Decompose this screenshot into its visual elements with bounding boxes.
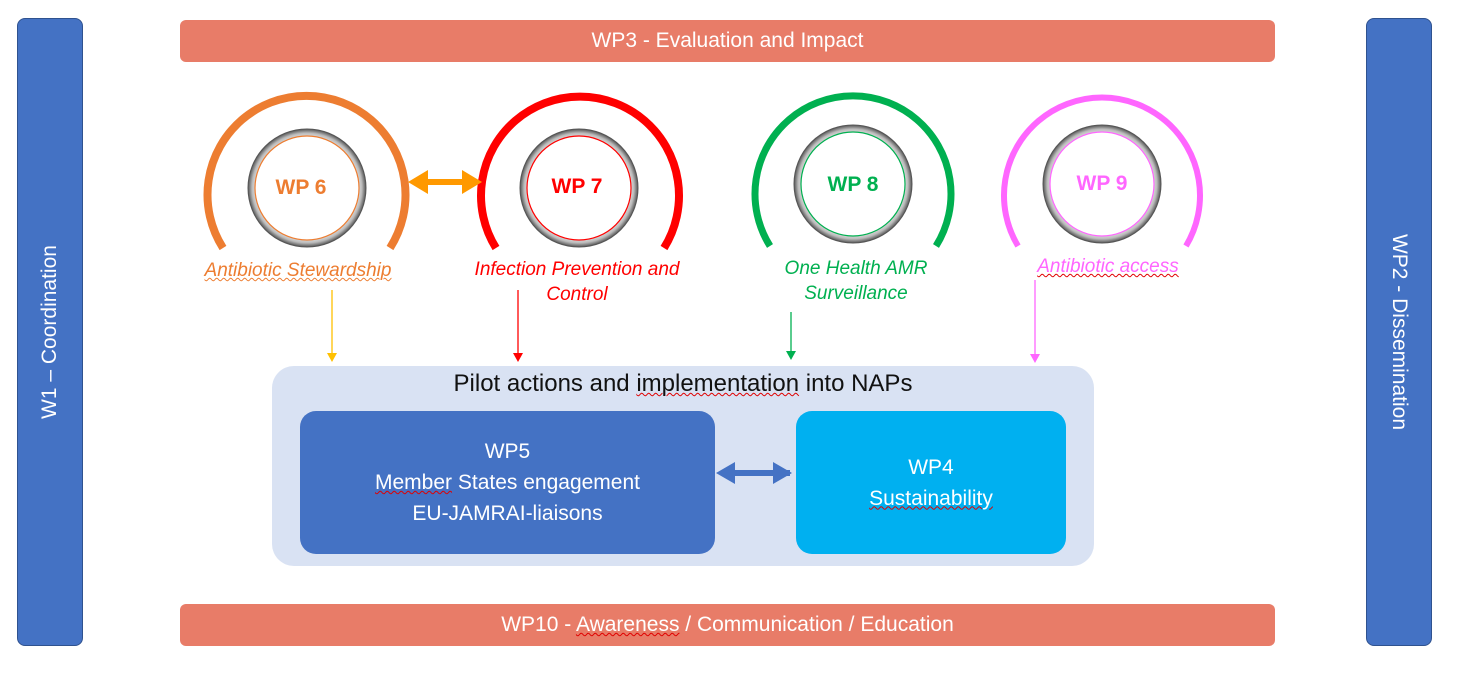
- wp5-member-word: Member: [375, 471, 453, 494]
- wp5-states-engagement: States engagement: [452, 471, 640, 494]
- pilot-actions-title: Pilot actions and implementation into NA…: [272, 370, 1094, 398]
- wp5-member-states-box: WP5 Member States engagement EU-JAMRAI-l…: [300, 411, 715, 554]
- wp7-topic-line-1: Infection Prevention and: [474, 259, 680, 280]
- wp10-prefix: WP10 -: [501, 613, 576, 636]
- wp9-topic: Antibiotic access: [1037, 254, 1179, 279]
- wp5-line-3: EU-JAMRAI-liaisons: [412, 502, 603, 525]
- wp9-label: WP 9: [1076, 172, 1128, 195]
- wp2-dissemination-bar: WP2 - Dissemination: [1366, 18, 1432, 646]
- wp8-topic-line-1: One Health AMR: [784, 258, 928, 279]
- wp8-ring: [751, 92, 955, 248]
- wp7-ring: [477, 92, 683, 251]
- wp5-wp4-double-arrow: [716, 462, 792, 484]
- wp5-title: WP5: [484, 440, 531, 463]
- pilot-title-suffix: into NAPs: [799, 370, 913, 397]
- wp9-ring: [1001, 94, 1203, 248]
- wp5-line-2: Member States engagement: [375, 467, 640, 498]
- wp4-sustainability: Sustainability: [869, 486, 993, 510]
- wp6-ring: [203, 91, 410, 251]
- wp6-label: WP 6: [275, 176, 327, 199]
- pilot-title-emph: implementation: [636, 370, 800, 397]
- wp6-wp7-double-arrow: [408, 170, 482, 194]
- wp4-sustainability-box: WP4 Sustainability: [796, 411, 1066, 554]
- wp6-topic: Antibiotic Stewardship: [205, 258, 392, 283]
- wp10-rest: / Communication / Education: [679, 613, 954, 636]
- wp7-topic-line-2: Control: [546, 284, 608, 305]
- wp3-evaluation-label: WP3 - Evaluation and Impact: [591, 29, 864, 52]
- wp3-evaluation-bar: WP3 - Evaluation and Impact: [180, 20, 1275, 62]
- wp10-label: WP10 - Awareness / Communication / Educa…: [501, 613, 954, 637]
- wp7-label: WP 7: [551, 175, 603, 198]
- wp9-topic-line-1: Antibiotic access: [1037, 256, 1179, 277]
- wp10-awareness-bar: WP10 - Awareness / Communication / Educa…: [180, 604, 1275, 646]
- wp6-down-arrow: [327, 290, 337, 362]
- wp8-topic: One Health AMR Surveillance: [785, 256, 928, 306]
- wp9-down-arrow: [1030, 280, 1040, 363]
- wp6-topic-line-1: Antibiotic Stewardship: [204, 260, 392, 281]
- wp8-label: WP 8: [827, 173, 879, 196]
- wp7-topic: Infection Prevention and Control: [475, 257, 680, 307]
- wp10-awareness-word: Awareness: [575, 613, 680, 636]
- w1-coordination-bar: W1 – Coordination: [17, 18, 83, 646]
- wp8-topic-line-2: Surveillance: [804, 283, 908, 304]
- wp4-title: WP4: [908, 455, 954, 479]
- wp8-down-arrow: [786, 312, 796, 360]
- wp7-down-arrow: [513, 290, 523, 362]
- pilot-title-prefix: Pilot actions and: [453, 370, 637, 397]
